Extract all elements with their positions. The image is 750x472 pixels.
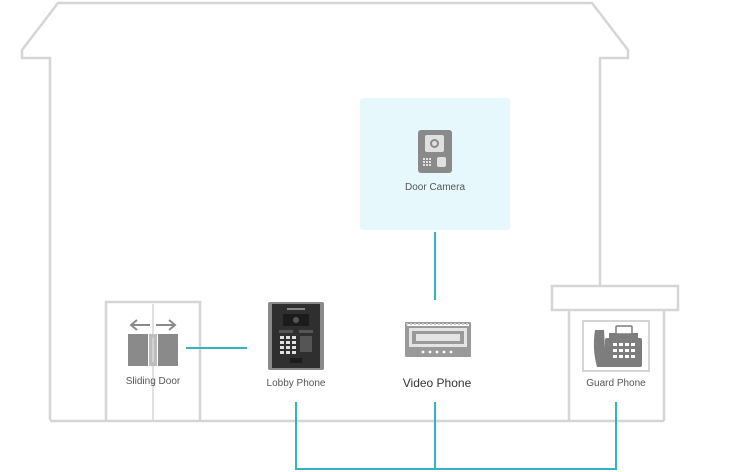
- guard-phone-icon: [593, 325, 642, 367]
- guard-house: [550, 284, 680, 421]
- sliding-door-icon: [128, 319, 178, 366]
- video-phone-label: Video Phone: [402, 376, 472, 390]
- house-outline: [20, 1, 630, 420]
- door-camera-icon: [418, 130, 452, 173]
- door-camera-label: Door Camera: [404, 182, 466, 193]
- lobby-phone-label: Lobby Phone: [266, 378, 326, 389]
- lobby-phone-icon: [268, 302, 324, 370]
- line-bus: [295, 402, 617, 470]
- video-phone-icon: [405, 322, 471, 357]
- connection-lines: [186, 232, 617, 470]
- sliding-door-label: Sliding Door: [125, 376, 181, 387]
- guard-phone-label: Guard Phone: [586, 378, 646, 389]
